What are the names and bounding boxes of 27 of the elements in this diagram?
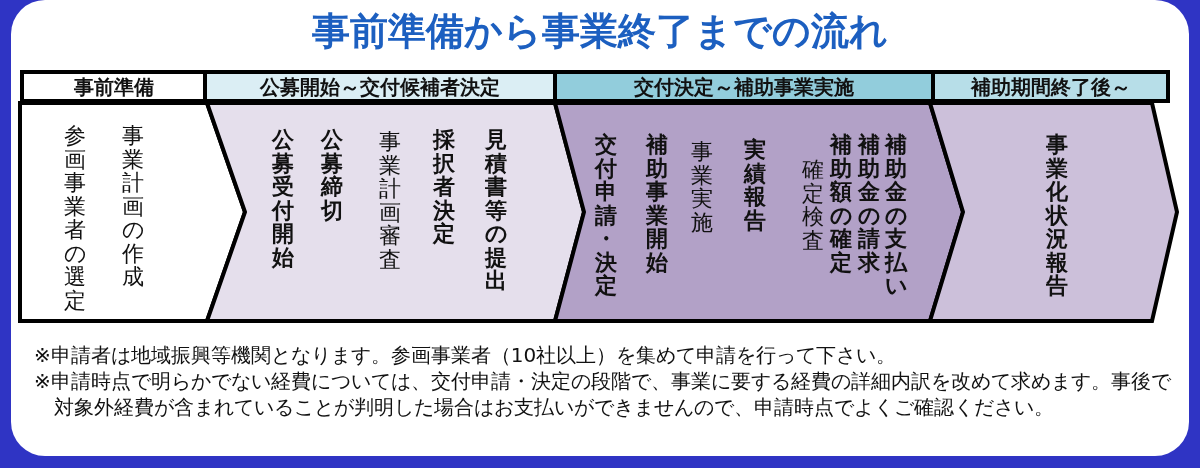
note-text: ※申請時点で明らかでない経費については、交付申請・決定の段階で、事業に要する経費の詳細内訳を改めて求めます。事後で対象外経費が含まれていることが判明した場合はお支払いができませんので、申請時点でよくご確認ください。 [34,368,1172,420]
phase-heading: 公募開始～交付候補者決定 [260,74,500,99]
phase-header-band [20,70,207,103]
step-label: 公募受付開始 [271,128,295,269]
note-text: ※申請者は地域振興等機関となります。参画事業者（10社以上）を集めて申請を行って下さい。 [34,342,898,368]
step-label: 補助金の支払い [884,133,908,298]
phase-heading: 交付決定～補助事業実施 [634,74,854,99]
step-label: 事業計画の作成 [121,124,145,289]
step-label: 採択者決定 [432,128,456,246]
diagram-title: 事前準備から事業終了までの流れ [311,8,889,54]
phase-header-band [207,70,557,103]
step-label: 事業実施 [690,140,714,234]
phase-heading: 補助期間終了後～ [970,74,1131,99]
step-label: 確定検査 [801,158,825,252]
step-label: 補助金の請求 [857,133,881,274]
step-label: 参画事業者の選定 [63,124,87,312]
phase-heading: 事前準備 [73,74,154,99]
step-label: 補助額の確定 [829,133,853,274]
phase-header-band [935,70,1170,103]
step-label: 事業化状況報告 [1045,133,1069,298]
step-label: 補助事業開始 [645,133,669,274]
step-label: 交付申請・決定 [594,133,618,298]
phase-header-band [557,70,935,103]
step-label: 事業計画審査 [378,130,402,271]
step-label: 見積書等の提出 [484,128,508,293]
step-label: 公募締切 [320,128,344,222]
step-label: 実績報告 [743,138,767,232]
